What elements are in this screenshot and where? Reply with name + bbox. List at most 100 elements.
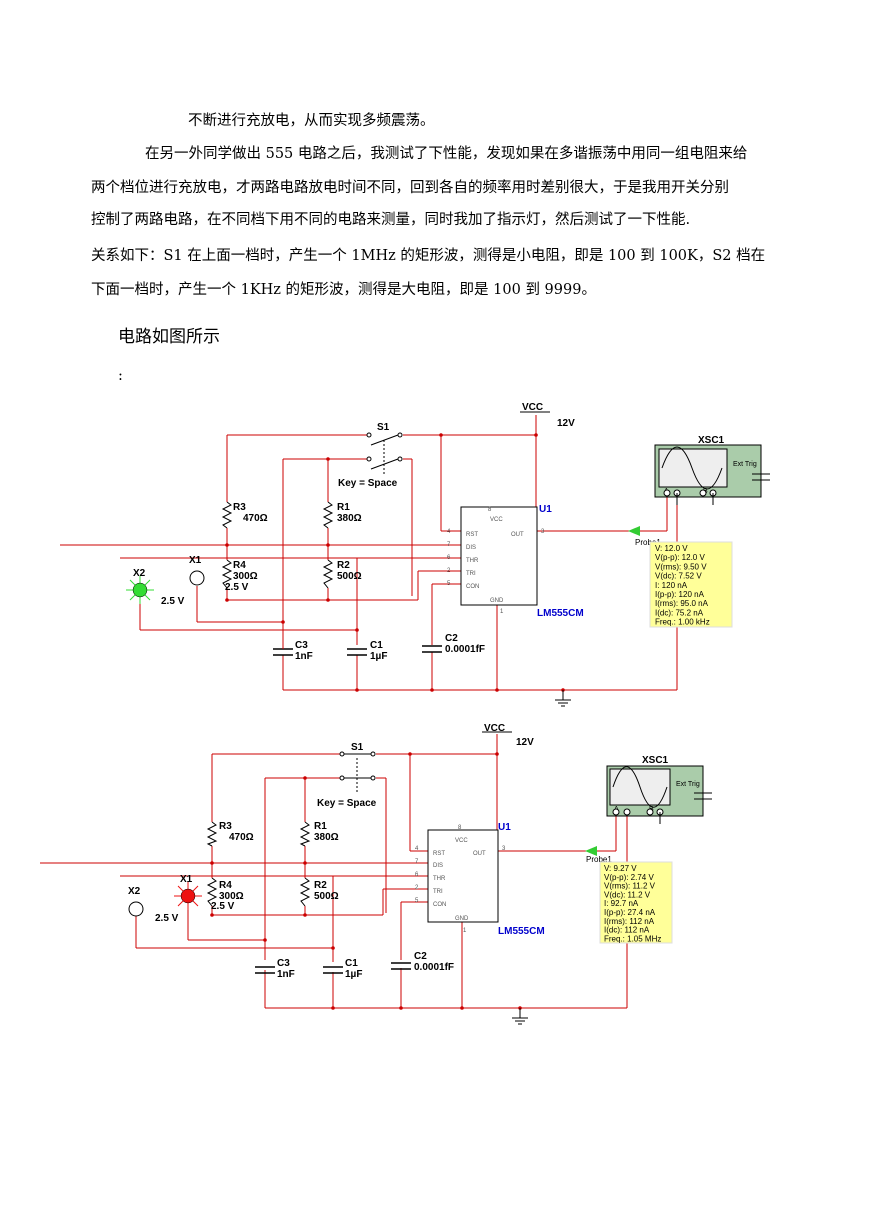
probe-reading: V(rms): 11.2 V: [604, 882, 656, 891]
svg-text:S1: S1: [351, 742, 364, 753]
svg-text:2.5 V: 2.5 V: [161, 596, 185, 607]
svg-text:1: 1: [500, 609, 504, 615]
svg-text:S1: S1: [377, 422, 390, 433]
svg-text:XSC1: XSC1: [698, 435, 725, 446]
oscilloscope-xsc1-1: XSC1 Ext Trig A B: [654, 435, 770, 505]
circuit-diagram-1: VCC 12V S1 Key = Space R3 470Ω R1 380Ω R…: [60, 402, 770, 707]
svg-text:R3: R3: [233, 502, 246, 513]
ground-symbol-1: [555, 690, 571, 707]
svg-text:0.0001fF: 0.0001fF: [445, 644, 485, 655]
resistor-r2-2: R2 500Ω: [299, 877, 339, 907]
probe-reading: I(rms): 95.0 nA: [655, 599, 709, 608]
svg-text:6: 6: [447, 555, 451, 561]
svg-text:12V: 12V: [557, 418, 575, 429]
probe-reading: V: 12.0 V: [655, 544, 688, 553]
svg-text:3: 3: [541, 529, 545, 535]
svg-text:Probe1: Probe1: [635, 538, 661, 547]
paragraph-line-4: 控制了两路电路，在不同档下用不同的电路来测量，同时我加了指示灯，然后测试了一下性…: [91, 212, 691, 228]
svg-text:VCC: VCC: [455, 838, 468, 844]
svg-text:C2: C2: [414, 951, 427, 962]
svg-text:7: 7: [415, 859, 419, 865]
probe-reading: V(dc): 7.52 V: [655, 572, 702, 581]
vcc-rail-1: VCC 12V: [520, 402, 575, 429]
svg-text:LM555CM: LM555CM: [537, 608, 584, 619]
svg-text:C1: C1: [345, 958, 358, 969]
chip-u1-1: U1 LM555CM VCC 8 RST 4 DIS 7 THR 6 TRI 2…: [447, 504, 584, 619]
svg-text:5: 5: [415, 898, 419, 904]
svg-text:3: 3: [502, 846, 506, 852]
svg-text:1nF: 1nF: [295, 651, 313, 662]
resistor-r1-1: R1 380Ω: [322, 501, 362, 529]
svg-text:1µF: 1µF: [345, 969, 362, 980]
paragraph-line-1: 不断进行充放电，从而实现多频震荡。: [188, 113, 435, 129]
probe-reading: I: 92.7 nA: [604, 899, 639, 908]
probe-reading: Freq.: 1.05 MHz: [604, 934, 661, 943]
capacitor-c3-1: C3 1nF: [273, 640, 313, 662]
svg-text:Ext Trig: Ext Trig: [676, 781, 700, 788]
svg-text:7: 7: [447, 542, 451, 548]
resistor-r3-2: R3 470Ω: [206, 821, 254, 847]
svg-text:THR: THR: [466, 558, 479, 564]
svg-text:300Ω: 300Ω: [219, 891, 244, 902]
resistor-r4-1: R4 300Ω 2.5 V: [221, 559, 258, 593]
lamp-x2-1: X2 2.5 V: [126, 568, 185, 607]
probe-reading: I: 120 nA: [655, 581, 688, 590]
vcc-rail-2: VCC 12V: [482, 723, 534, 748]
capacitor-c3-2: C3 1nF: [255, 958, 295, 980]
svg-text:RST: RST: [466, 532, 478, 538]
probe-reading: I(dc): 75.2 nA: [655, 608, 704, 617]
paragraph-line-6: 下面一档时，产生一个 1KHz 的矩形波，测得是大电阻，即是 100 到 999…: [91, 282, 596, 298]
probe-reading: I(p-p): 120 nA: [655, 590, 705, 599]
svg-text:C2: C2: [445, 633, 458, 644]
resistor-r1-2: R1 380Ω: [299, 821, 339, 847]
svg-text:4: 4: [415, 846, 419, 852]
svg-text:R2: R2: [337, 560, 350, 571]
probe-reading: V(p-p): 2.74 V: [604, 873, 654, 882]
svg-text:R2: R2: [314, 880, 327, 891]
probe-reading: I(dc): 112 nA: [604, 926, 650, 935]
svg-text:THR: THR: [433, 876, 446, 882]
svg-text:12V: 12V: [516, 737, 534, 748]
resistor-r3-1: R3 470Ω: [221, 501, 268, 529]
wires-2: [40, 734, 628, 1009]
svg-text:VCC: VCC: [522, 402, 543, 413]
svg-text:8: 8: [458, 825, 462, 831]
svg-text:Ext Trig: Ext Trig: [733, 461, 757, 468]
capacitor-c1-2: C1 1µF: [323, 958, 362, 980]
svg-text:2.5 V: 2.5 V: [155, 913, 179, 924]
switch-s1-2[interactable]: S1 Key = Space: [317, 742, 377, 809]
svg-text:6: 6: [415, 872, 419, 878]
svg-text:1: 1: [463, 928, 467, 934]
oscilloscope-xsc1-2: XSC1 Ext Trig A B: [606, 755, 712, 824]
svg-text:R3: R3: [219, 821, 232, 832]
svg-text:4: 4: [447, 529, 451, 535]
svg-text:LM555CM: LM555CM: [498, 926, 545, 937]
svg-text:5: 5: [447, 581, 451, 587]
svg-text:500Ω: 500Ω: [337, 571, 362, 582]
circuit-diagram-2: VCC 12V S1 Key = Space R3 470Ω R1 380Ω R…: [40, 723, 712, 1025]
probe-reading: V: 9.27 V: [604, 864, 637, 873]
svg-text:R4: R4: [219, 880, 232, 891]
svg-text:CON: CON: [466, 584, 479, 590]
section-heading: 电路如图所示: [118, 327, 220, 347]
probe-reading: V(p-p): 12.0 V: [655, 553, 705, 562]
lamp-x1-1: X1: [189, 555, 205, 586]
paragraph-line-5: 关系如下：S1 在上面一档时，产生一个 1MHz 的矩形波，测得是小电阻，即是 …: [91, 248, 766, 264]
svg-text:R1: R1: [337, 502, 350, 513]
svg-text:C1: C1: [370, 640, 383, 651]
svg-text:500Ω: 500Ω: [314, 891, 339, 902]
svg-text:470Ω: 470Ω: [229, 832, 254, 843]
svg-text:GND: GND: [490, 598, 504, 604]
probe-readout-1: V: 12.0 VV(p-p): 12.0 VV(rms): 9.50 VV(d…: [649, 541, 733, 628]
svg-text:0.0001fF: 0.0001fF: [414, 962, 454, 973]
resistor-r2-1: R2 500Ω: [322, 559, 362, 589]
svg-text:8: 8: [488, 507, 492, 513]
svg-text:X1: X1: [180, 874, 193, 885]
svg-text:U1: U1: [539, 504, 552, 515]
capacitor-c2-2: C2 0.0001fF: [391, 951, 454, 973]
switch-s1-1[interactable]: S1 Key = Space: [338, 422, 403, 489]
svg-text:TRI: TRI: [433, 889, 443, 895]
svg-text:Probe1: Probe1: [586, 855, 612, 864]
svg-text:C3: C3: [277, 958, 290, 969]
colon-mark: :: [118, 368, 123, 384]
